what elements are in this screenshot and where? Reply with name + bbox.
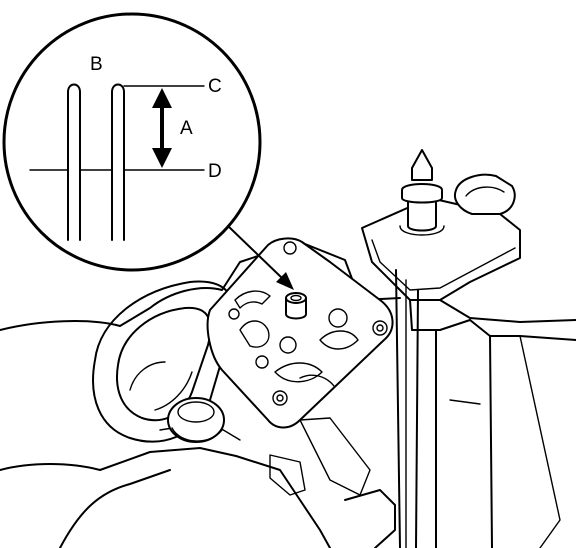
engine-block [0, 241, 401, 548]
pin-wall-right [111, 83, 125, 241]
bolt-hole [372, 320, 388, 336]
label-d: D [208, 161, 222, 182]
arrowhead-down [152, 148, 172, 168]
post [407, 195, 437, 232]
callout-magnifier [2, 12, 262, 272]
arrowhead-up [152, 88, 172, 108]
label-c: C [208, 76, 222, 97]
handle-bracket [92, 280, 235, 443]
label-b: B [90, 54, 103, 75]
label-a: A [180, 118, 193, 139]
bracket-cap [454, 173, 516, 215]
bolt-hole [228, 308, 240, 320]
pin-wall-left [67, 83, 81, 241]
right-bracket [361, 149, 576, 548]
bolt-hole [272, 390, 288, 406]
knob-cap [167, 397, 225, 443]
callout-circle [2, 12, 262, 272]
leader-arrow [227, 225, 294, 290]
bolt-hole [283, 241, 297, 255]
valve-plate [206, 237, 394, 429]
